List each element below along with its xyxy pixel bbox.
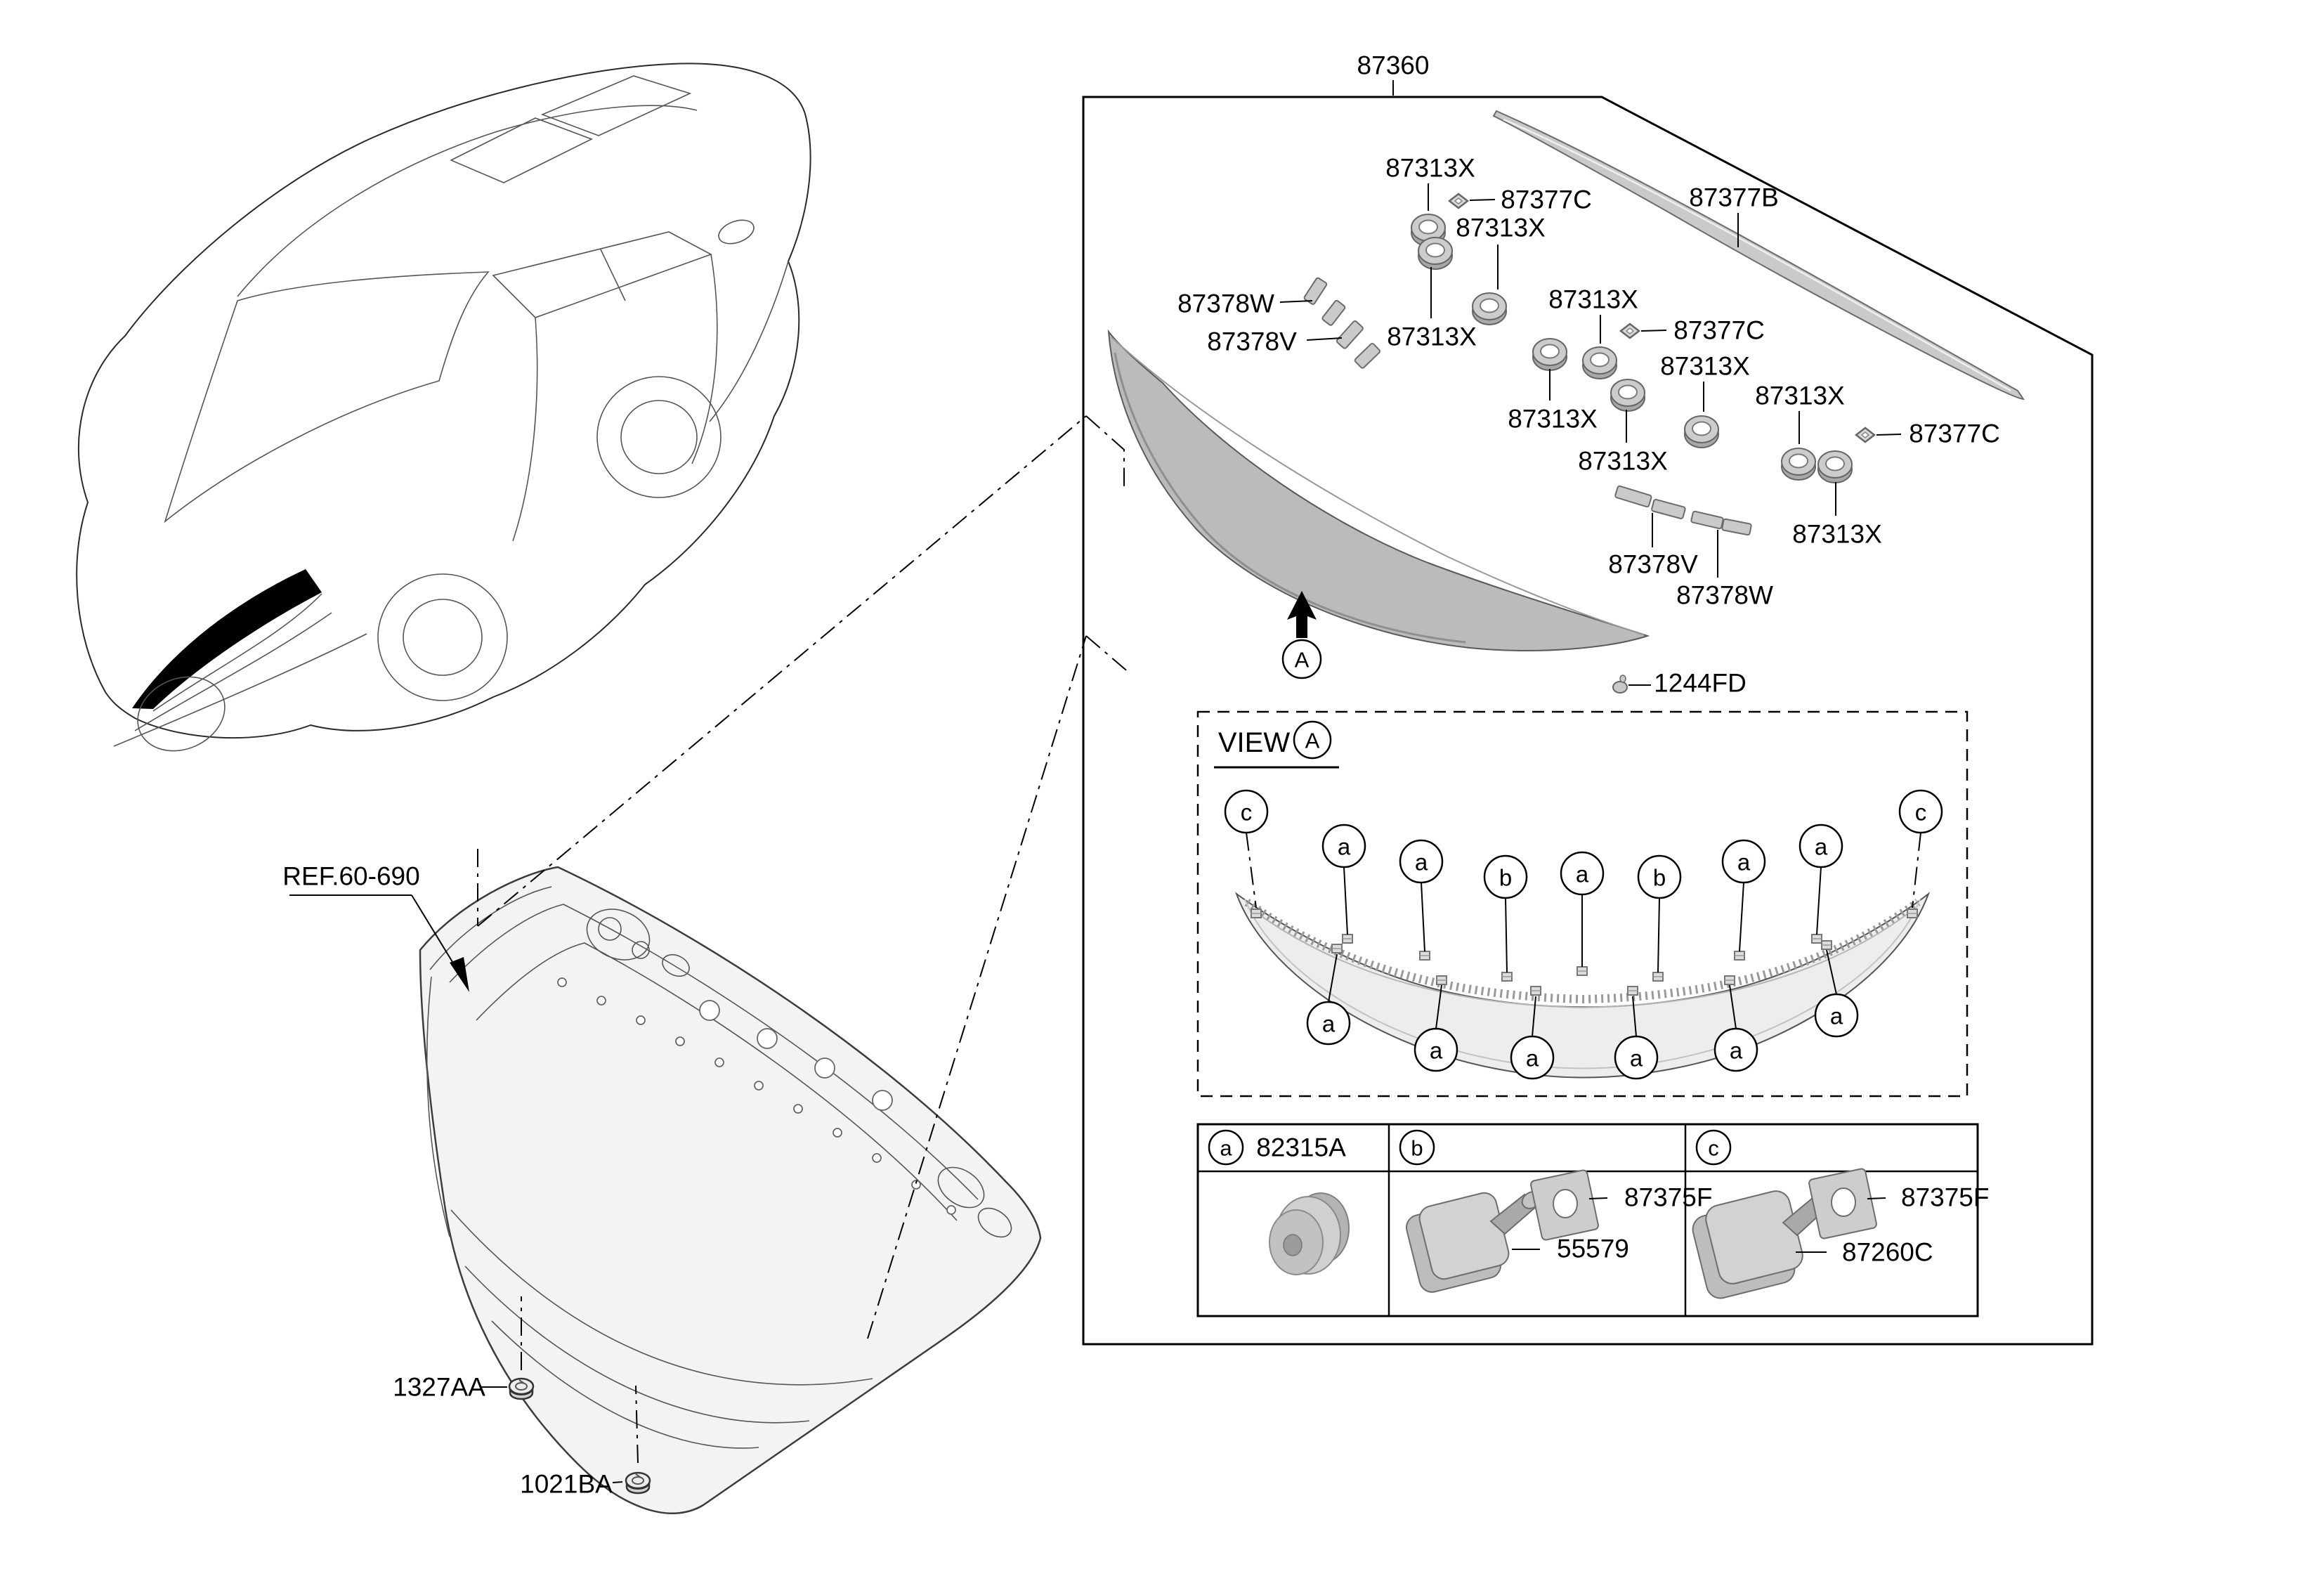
ref-callout: REF.60-690 (282, 862, 469, 992)
marker-c: c (1241, 800, 1253, 826)
part-label-87377b: 87377B (1689, 183, 1779, 212)
rear-glass-highlight (132, 569, 322, 709)
marker-a: a (1576, 861, 1589, 887)
fastener-1021ba: 1021BA (520, 1385, 651, 1499)
marker-a: a (1737, 850, 1751, 876)
strip-87377b (1492, 110, 2025, 401)
grommet-rings (1411, 214, 1853, 483)
part-label-1244fd: 1244FD (1654, 669, 1747, 698)
part-label-87313x: 87313X (1387, 323, 1477, 351)
part-label-1021ba: 1021BA (520, 1470, 613, 1499)
part-label-87378v: 87378V (1207, 327, 1297, 356)
spoiler-illustration (1107, 329, 1650, 651)
legend-part-87375f: 87375F (1901, 1183, 1990, 1212)
callout-1244fd: 1244FD (1612, 669, 1747, 698)
arrow-marker-letter: A (1295, 648, 1310, 672)
marker-b: b (1653, 865, 1666, 891)
marker-c: c (1915, 800, 1927, 826)
marker-a: a (1338, 834, 1351, 860)
part-label-87313x: 87313X (1385, 154, 1475, 183)
part-label-87313x: 87313X (1456, 214, 1546, 242)
marker-a: a (1526, 1046, 1539, 1072)
part-label-87313x: 87313X (1548, 285, 1638, 314)
spoiler-underside (1234, 891, 1931, 1079)
part-label-87313x: 87313X (1508, 405, 1598, 434)
pad-87377c-icon (1448, 193, 1469, 209)
ref-label: REF.60-690 (282, 862, 419, 891)
legend-marker-b: b (1411, 1136, 1423, 1161)
part-label-87313x: 87313X (1755, 382, 1845, 410)
strips-87378-upper: 87378W 87378V (1177, 277, 1380, 369)
trunk-lid-illustration (419, 866, 1042, 1515)
grommet-ring (1684, 415, 1719, 448)
marker-a: a (1830, 1003, 1843, 1029)
marker-a: a (1415, 850, 1428, 876)
view-letter: A (1305, 729, 1320, 753)
grommet-ring (1817, 450, 1853, 483)
callouts-87313x: 87313X 87313X 87313X 87313X 87313X 87313… (1385, 154, 1882, 549)
grommet-ring (1532, 338, 1567, 371)
view-a-box: VIEW A (1196, 710, 1969, 1098)
part-label-87377c: 87377C (1501, 186, 1592, 214)
grommet-ring (1610, 379, 1645, 412)
part-label-1327aa: 1327AA (393, 1373, 485, 1402)
part-label-87377c: 87377C (1673, 316, 1765, 345)
grommet-ring (1472, 292, 1507, 325)
view-title: VIEW (1218, 727, 1290, 758)
view-a-markers: c a a b a b a a c a a a a (1224, 789, 1943, 1080)
legend-table: a 82315A b c 87375F 55579 (1196, 1123, 1990, 1317)
callouts-87377c: 87377C 87377C 87377C (1469, 186, 2000, 448)
legend-marker-c: c (1708, 1136, 1719, 1161)
part-label-87378v: 87378V (1608, 550, 1698, 579)
legend-clip-b: 87375F 55579 (1406, 1169, 1713, 1293)
trunk-lid-holes (557, 977, 956, 1215)
legend-part-87260c: 87260C (1842, 1238, 1933, 1267)
view-a-leaders (1246, 832, 1921, 1037)
part-label-87378w: 87378W (1676, 581, 1773, 610)
marker-a: a (1430, 1038, 1443, 1064)
callout-87377b: 87377B (1689, 183, 1779, 247)
assembly-part-number: 87360 (1357, 51, 1430, 80)
part-label-87313x: 87313X (1578, 447, 1668, 476)
pad-87377c-icon (1855, 427, 1876, 443)
legend-part-82315a: 82315A (1256, 1133, 1346, 1162)
part-label-87313x: 87313X (1792, 520, 1882, 549)
marker-b: b (1499, 865, 1512, 891)
projection-lines (477, 415, 1130, 1339)
fastener-1327aa: 1327AA (393, 1296, 535, 1402)
screw-icon (625, 1471, 651, 1495)
marker-a: a (1730, 1038, 1743, 1064)
legend-marker-a: a (1220, 1136, 1232, 1161)
pad-87377c-icon (1619, 323, 1640, 339)
marker-a: a (1322, 1011, 1336, 1037)
grommet-ring (1582, 346, 1617, 379)
legend-part-55579: 55579 (1557, 1235, 1629, 1263)
ref-arrowhead (450, 957, 469, 992)
marker-a: a (1630, 1046, 1643, 1072)
screw-icon (508, 1377, 535, 1400)
legend-part-87375f: 87375F (1624, 1183, 1713, 1212)
strips-87378-lower: 87378V 87378W (1608, 485, 1773, 610)
part-label-87377c: 87377C (1909, 419, 2000, 448)
grommet-ring (1781, 448, 1816, 481)
legend-clip-c: 87375F 87260C (1692, 1168, 1990, 1299)
part-label-87313x: 87313X (1660, 352, 1750, 381)
part-label-87378w: 87378W (1177, 289, 1274, 318)
grommet-plug-icon (1269, 1192, 1350, 1275)
view-direction-marker: A (1281, 591, 1322, 679)
main-assembly-box: 87360 (1082, 51, 2094, 1346)
marker-a: a (1815, 834, 1828, 860)
vehicle-illustration (76, 63, 811, 752)
grommet-ring (1418, 237, 1453, 270)
